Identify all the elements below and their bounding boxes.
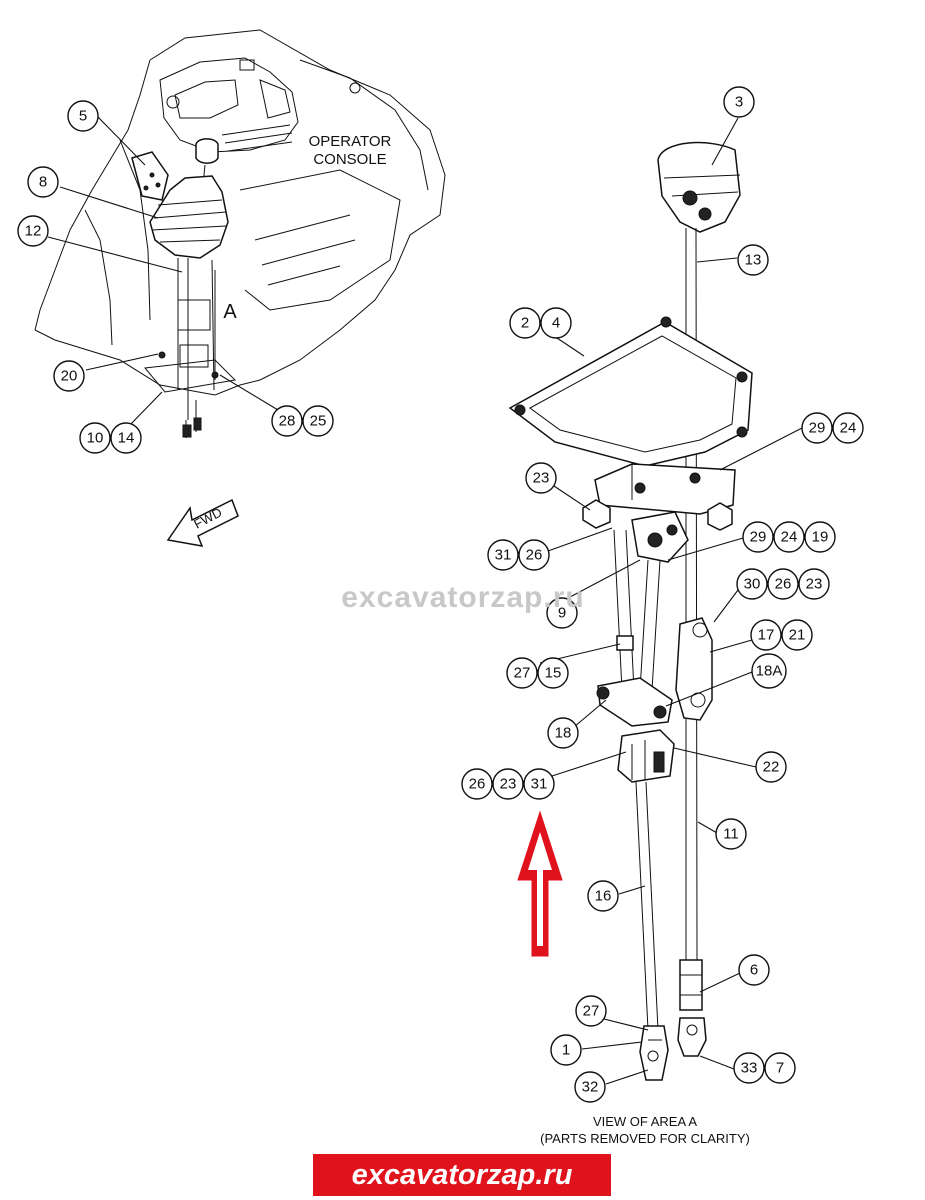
svg-text:17: 17 (758, 627, 775, 644)
callout-4: 4 (540, 307, 572, 339)
svg-text:28: 28 (279, 413, 296, 430)
callout-3: 3 (723, 86, 755, 118)
svg-text:10: 10 (87, 430, 104, 447)
callout-15: 15 (537, 657, 569, 689)
callout-5: 5 (67, 100, 99, 132)
svg-text:29: 29 (809, 420, 826, 437)
callout-23-top: 23 (525, 462, 557, 494)
svg-text:23: 23 (806, 576, 823, 593)
callout-28: 28 (271, 405, 303, 437)
svg-text:9: 9 (558, 605, 566, 622)
callout-26-low: 26 (461, 768, 493, 800)
svg-text:26: 26 (775, 576, 792, 593)
callout-29-mid: 29 (742, 521, 774, 553)
callout-30: 30 (736, 568, 768, 600)
svg-text:31: 31 (495, 547, 512, 564)
svg-text:27: 27 (514, 665, 531, 682)
svg-text:33: 33 (741, 1060, 758, 1077)
callout-24-mid: 24 (773, 521, 805, 553)
svg-text:16: 16 (595, 888, 612, 905)
svg-text:23: 23 (500, 776, 517, 793)
callout-18: 18 (547, 717, 579, 749)
svg-text:24: 24 (781, 529, 798, 546)
svg-text:2: 2 (521, 315, 529, 332)
callout-31-low: 31 (523, 768, 555, 800)
svg-text:27: 27 (583, 1003, 600, 1020)
area-a-assembly-drawing (508, 141, 753, 1081)
svg-text:21: 21 (789, 627, 806, 644)
svg-text:26: 26 (526, 547, 543, 564)
brand-banner (313, 1154, 611, 1196)
svg-text:13: 13 (745, 252, 762, 269)
callout-26-top: 26 (518, 539, 550, 571)
callout-29-top: 29 (801, 412, 833, 444)
svg-text:5: 5 (79, 108, 87, 125)
svg-text:3: 3 (735, 94, 743, 111)
svg-text:29: 29 (750, 529, 767, 546)
fwd-arrow: FWD (166, 498, 239, 547)
callout-32: 32 (574, 1071, 606, 1103)
view-caption-line2: (PARTS REMOVED FOR CLARITY) (540, 1131, 750, 1146)
callout-20: 20 (53, 360, 85, 392)
svg-text:22: 22 (763, 759, 780, 776)
area-a-marker: A (223, 301, 237, 323)
svg-text:15: 15 (545, 665, 562, 682)
svg-text:31: 31 (531, 776, 548, 793)
callout-25: 25 (302, 405, 334, 437)
svg-text:30: 30 (744, 576, 761, 593)
callout-18a: 18A (751, 653, 787, 689)
svg-text:14: 14 (118, 430, 135, 447)
callout-10: 10 (79, 422, 111, 454)
red-arrow (517, 810, 563, 957)
callout-22: 22 (755, 751, 787, 783)
svg-text:1: 1 (562, 1042, 570, 1059)
svg-text:18: 18 (555, 725, 572, 742)
callout-19: 19 (804, 521, 836, 553)
callout-13: 13 (737, 244, 769, 276)
overview-leaders (47, 116, 279, 428)
callout-26-mid: 26 (767, 568, 799, 600)
svg-text:12: 12 (25, 223, 42, 240)
svg-text:18A: 18A (756, 663, 783, 680)
svg-text:8: 8 (39, 174, 47, 191)
svg-text:11: 11 (723, 826, 739, 843)
callout-24-top: 24 (832, 412, 864, 444)
brand-banner-text: excavatorzap.ru (351, 1159, 573, 1191)
callout-23-mid: 23 (798, 568, 830, 600)
callout-1: 1 (550, 1034, 582, 1066)
callout-7: 7 (764, 1052, 796, 1084)
operator-console-drawing (34, 29, 446, 438)
callout-2: 2 (509, 307, 541, 339)
callout-9: 9 (546, 597, 578, 629)
callout-27-mid: 27 (506, 657, 538, 689)
svg-text:23: 23 (533, 470, 550, 487)
callout-8: 8 (27, 166, 59, 198)
callout-11: 11 (715, 818, 747, 850)
callout-12: 12 (17, 215, 49, 247)
callout-14: 14 (110, 422, 142, 454)
callout-23-low: 23 (492, 768, 524, 800)
operator-console-label-line2: CONSOLE (313, 151, 386, 168)
assembly-leaders (539, 117, 803, 1085)
svg-text:6: 6 (750, 962, 758, 979)
svg-text:19: 19 (812, 529, 829, 546)
watermark-text: excavatorzap.ru (341, 581, 584, 614)
operator-console-label-line1: OPERATOR (309, 133, 392, 150)
callout-33: 33 (733, 1052, 765, 1084)
svg-text:32: 32 (582, 1079, 599, 1096)
svg-text:4: 4 (552, 315, 560, 332)
svg-text:26: 26 (469, 776, 486, 793)
callout-16: 16 (587, 880, 619, 912)
svg-text:25: 25 (310, 413, 327, 430)
svg-text:7: 7 (776, 1060, 784, 1077)
svg-text:20: 20 (61, 368, 78, 385)
callout-21: 21 (781, 619, 813, 651)
callout-17: 17 (750, 619, 782, 651)
callout-27-low: 27 (575, 995, 607, 1027)
svg-text:24: 24 (840, 420, 857, 437)
callout-31-top: 31 (487, 539, 519, 571)
view-caption-line1: VIEW OF AREA A (593, 1114, 697, 1129)
callout-6: 6 (738, 954, 770, 986)
